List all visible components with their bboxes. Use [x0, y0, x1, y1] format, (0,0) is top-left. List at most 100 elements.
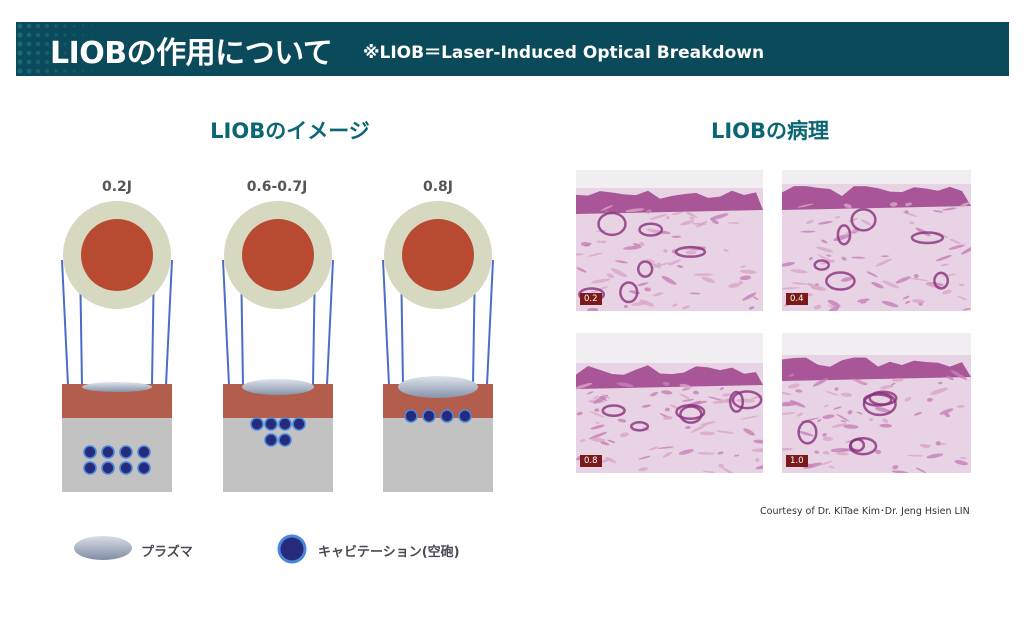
header-dot — [90, 60, 94, 64]
collagen-fiber — [716, 430, 735, 434]
collagen-fiber — [806, 219, 814, 225]
header-dot — [44, 41, 50, 47]
collagen-fiber — [787, 383, 800, 389]
collagen-fiber — [600, 240, 607, 244]
collagen-fiber — [664, 407, 670, 412]
collagen-fiber — [734, 454, 740, 457]
header-dot — [63, 51, 67, 55]
collagen-fiber — [942, 207, 957, 211]
collagen-fiber — [944, 413, 951, 418]
header-dot — [72, 69, 76, 73]
collagen-fiber — [902, 295, 910, 300]
collagen-fiber — [591, 437, 606, 443]
pathology-section-title: LIOBの病理 — [710, 119, 830, 143]
collagen-fiber — [685, 250, 697, 255]
header-dot — [54, 42, 58, 46]
header-dot — [54, 24, 58, 28]
collagen-fiber — [847, 410, 853, 415]
collagen-fiber — [639, 241, 645, 247]
cavitation-bubble — [101, 461, 115, 475]
collagen-fiber — [755, 465, 763, 470]
header-dot — [90, 69, 94, 73]
cavitation-bubble — [458, 409, 472, 423]
collagen-fiber — [840, 392, 853, 397]
collagen-fiber — [891, 378, 904, 382]
collagen-fiber — [828, 306, 840, 311]
collagen-fiber — [882, 280, 900, 289]
collagen-fiber — [576, 267, 587, 273]
collagen-fiber — [840, 420, 847, 423]
collagen-fiber — [942, 289, 952, 295]
collagen-fiber — [690, 424, 707, 433]
collagen-fiber — [782, 261, 796, 267]
cavitation-bubble — [264, 417, 278, 431]
header-dot — [26, 59, 32, 65]
collagen-fiber — [956, 404, 966, 408]
histology-picture — [782, 170, 971, 311]
collagen-fiber — [662, 451, 673, 458]
collagen-fiber — [890, 382, 896, 386]
liob-diagrams — [61, 201, 494, 492]
header-dot — [17, 41, 23, 47]
collagen-fiber — [663, 248, 668, 253]
collagen-fiber — [637, 282, 649, 287]
cavitation-bubble — [278, 433, 292, 447]
cavitation-bubble — [119, 461, 133, 475]
collagen-fiber — [909, 221, 915, 224]
energy-label-1: 0.2J — [101, 179, 132, 195]
follicle-structure — [933, 271, 950, 290]
header-dot — [26, 32, 32, 38]
collagen-fiber — [678, 449, 694, 455]
header-dot — [35, 59, 41, 65]
collagen-fiber — [823, 404, 830, 408]
follicle-structure — [731, 390, 763, 410]
cavitation-legend-icon — [277, 534, 307, 564]
courtesy-credit: Courtesy of Dr. KiTae Kim･Dr. Jeng Hsien… — [760, 506, 970, 517]
collagen-fiber — [820, 239, 828, 244]
header-dot — [17, 68, 23, 74]
collagen-fiber — [719, 387, 724, 391]
slide-background — [782, 170, 971, 184]
collagen-fiber — [742, 292, 757, 301]
cavitation-bubble — [278, 417, 292, 431]
collagen-fiber — [800, 230, 816, 233]
header-dot — [17, 59, 23, 65]
header-dot — [81, 60, 85, 64]
collagen-fiber — [946, 375, 954, 381]
header-dot — [100, 34, 102, 36]
collagen-fiber — [620, 432, 629, 438]
follicle-structure — [675, 403, 706, 420]
dermis-layer — [383, 418, 493, 492]
header-dot — [72, 24, 76, 28]
collagen-fiber — [614, 260, 628, 264]
laser-beam-line — [165, 259, 173, 386]
collagen-fiber — [957, 295, 968, 301]
collagen-fiber — [822, 436, 833, 442]
header-dot — [118, 25, 120, 27]
collagen-fiber — [691, 222, 707, 225]
laser-beam-line — [382, 259, 390, 386]
collagen-fiber — [692, 390, 700, 395]
cavitation-legend-label: キャビテーション(空砲) — [318, 545, 460, 560]
collagen-fiber — [679, 383, 692, 389]
collagen-fiber — [871, 281, 884, 289]
collagen-fiber — [646, 259, 656, 262]
cavitation-bubble — [137, 461, 151, 475]
collagen-fiber — [755, 457, 760, 462]
header-dot — [26, 23, 32, 29]
collagen-fiber — [954, 460, 968, 466]
collagen-fiber — [866, 271, 878, 278]
header-dot — [44, 23, 50, 29]
cavitation-bubble — [83, 445, 97, 459]
header-dot — [72, 60, 76, 64]
header-dot — [118, 43, 120, 45]
header-dot — [109, 25, 111, 27]
slide-background — [782, 333, 971, 355]
slide-background — [576, 170, 763, 188]
collagen-fiber — [782, 287, 801, 290]
collagen-fiber — [806, 282, 822, 290]
collagen-fiber — [926, 397, 933, 402]
collagen-fiber — [914, 411, 922, 416]
beam-core — [242, 219, 314, 291]
collagen-fiber — [919, 443, 931, 448]
